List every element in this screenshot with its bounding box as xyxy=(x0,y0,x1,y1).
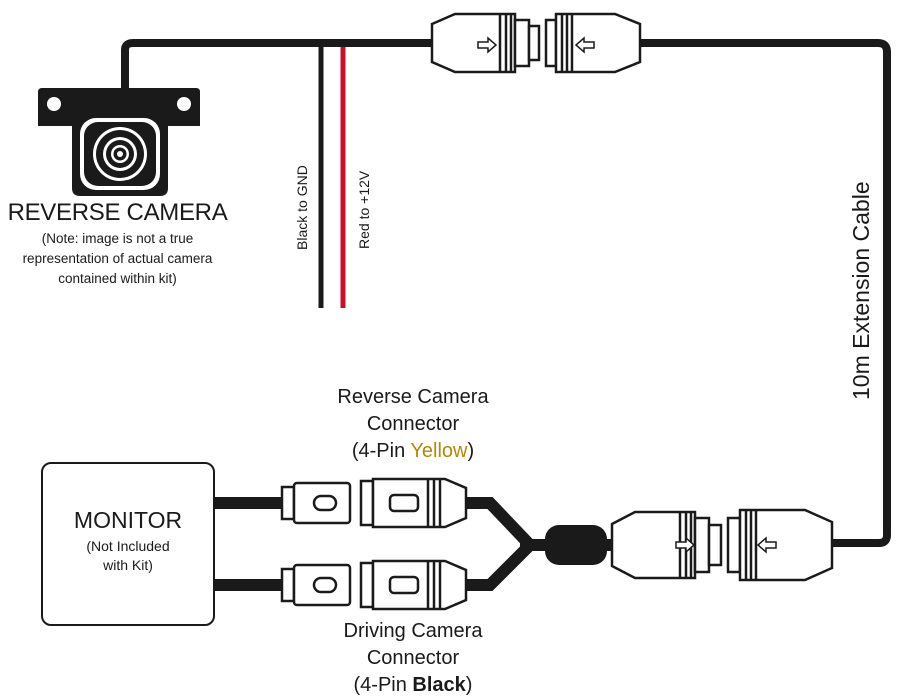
reverse-connector-color-word: Yellow xyxy=(410,440,468,462)
monitor-note: (Not Included with Kit) xyxy=(41,537,215,575)
camera-note-line: representation of actual camera xyxy=(22,251,213,266)
cable-splitter-junction xyxy=(545,525,607,565)
driving-connector-line3: (4-Pin Black) xyxy=(283,672,543,699)
monitor-box xyxy=(41,462,215,626)
monitor-title: MONITOR xyxy=(73,507,183,533)
reverse-connector-line3: (4-Pin Yellow) xyxy=(283,438,543,465)
reverse-camera-connector-plug xyxy=(280,477,468,529)
camera-cable xyxy=(121,39,432,90)
driving-camera-connector-plug xyxy=(280,559,468,611)
reverse-camera-connector-label: Reverse Camera Connector (4-Pin Yellow) xyxy=(283,384,543,465)
reverse-connector-pin-prefix: (4-Pin xyxy=(351,440,411,462)
camera-note-line: (Note: image is not a true xyxy=(41,231,194,246)
driving-camera-connector-label: Driving Camera Connector (4-Pin Black) xyxy=(283,618,543,699)
extension-cable-label: 10m Extension Cable xyxy=(848,181,874,400)
reverse-connector-line1: Reverse Camera xyxy=(337,386,489,408)
reverse-camera-note: (Note: image is not a true representatio… xyxy=(0,229,235,289)
top-cable-connector xyxy=(430,12,642,74)
driving-connector-pin-prefix: (4-Pin xyxy=(353,674,413,696)
driving-connector-pin-suffix: ) xyxy=(465,674,473,696)
camera-note-line: contained within kit) xyxy=(58,271,177,286)
monitor-note-line: (Not Included xyxy=(86,538,170,554)
reverse-camera-title: REVERSE CAMERA xyxy=(7,199,228,226)
split-cable-top xyxy=(465,497,535,550)
reverse-connector-pin-suffix: ) xyxy=(467,440,475,462)
monitor-note-line: with Kit) xyxy=(103,557,153,573)
bottom-cable-connector xyxy=(610,508,834,582)
reverse-connector-line2: Connector xyxy=(366,413,460,435)
black-gnd-label: Black to GND xyxy=(294,165,310,250)
driving-connector-line1: Driving Camera xyxy=(343,620,483,642)
driving-connector-color-word: Black xyxy=(412,674,466,696)
split-cable-bottom xyxy=(465,540,535,591)
driving-connector-line2: Connector xyxy=(366,647,460,669)
extension-cable xyxy=(640,39,891,547)
red-12v-label: Red to +12V xyxy=(356,170,372,249)
reverse-camera-image xyxy=(38,88,200,196)
